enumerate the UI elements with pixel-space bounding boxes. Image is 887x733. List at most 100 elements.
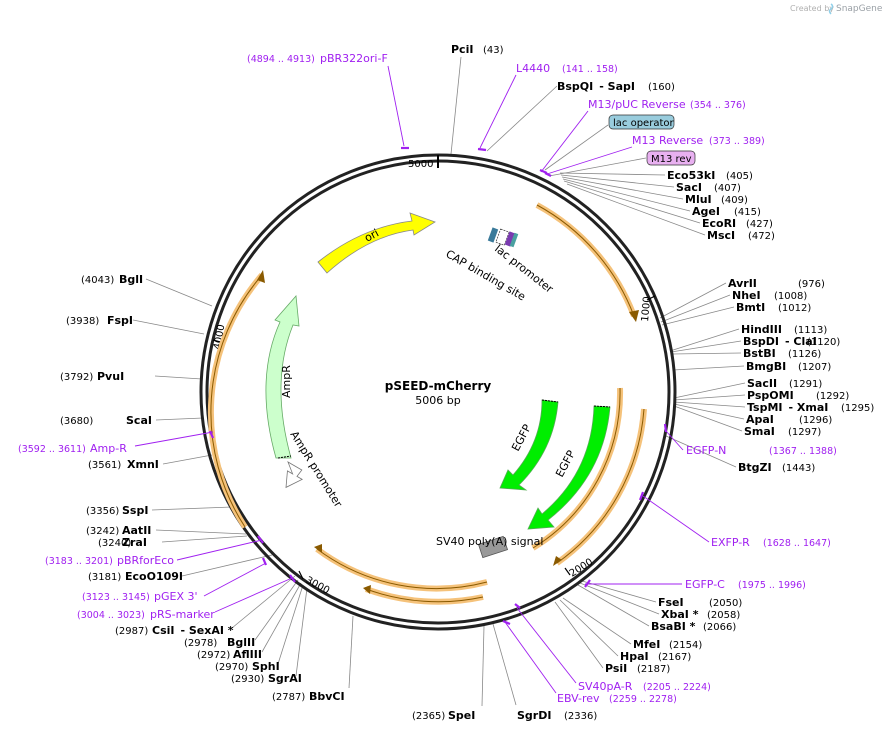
leader-lines	[132, 56, 746, 707]
restriction-site: BstBI(1126)	[743, 347, 821, 360]
plasmid-size: 5006 bp	[415, 394, 460, 407]
primer-binding-mark	[514, 603, 521, 609]
site-leader	[481, 625, 485, 707]
restriction-site: ScaI(3680)	[60, 414, 152, 427]
restriction-site: SpeI(2365)	[412, 709, 475, 722]
restriction-site: EcoRI(427)	[702, 217, 773, 230]
primer-range: (1367 .. 1388)	[769, 446, 837, 457]
site-leader	[348, 615, 354, 689]
site-name: BspQI	[557, 80, 593, 93]
site-leader	[181, 554, 273, 577]
site-position: (472)	[748, 231, 775, 242]
site-leader	[486, 85, 558, 152]
site-leader	[562, 178, 691, 212]
site-position: (1295)	[841, 403, 874, 414]
site-isoschizomer: - SapI	[599, 80, 635, 93]
site-position: (2336)	[564, 711, 597, 722]
site-position: (3181)	[88, 572, 121, 583]
tick-5000: 5000	[408, 159, 433, 170]
site-position: (1207)	[798, 362, 831, 373]
restriction-site: MluI(409)	[685, 193, 748, 206]
primer-name: pBRforEco	[117, 554, 174, 567]
site-leader	[670, 340, 742, 353]
site-leader	[673, 403, 745, 420]
site-name: ApaI	[746, 413, 774, 426]
restriction-site: TspMI(1295)- XmaI	[747, 401, 874, 414]
primer: L4440 (141 .. 158)	[516, 62, 618, 75]
primer-binding-mark	[638, 491, 645, 501]
restriction-site: ApaI(1296)	[746, 413, 832, 426]
primer-binding-mark	[663, 423, 668, 433]
restriction-site: HindIII(1113)	[741, 323, 827, 336]
restriction-site: BtgZI(1443)	[738, 461, 815, 474]
restriction-site: SacI(407)	[676, 181, 741, 194]
site-leader	[562, 597, 632, 645]
primer-name: L4440	[516, 62, 550, 75]
site-name: PsiI	[605, 662, 627, 675]
tick-3000: 3000	[304, 575, 332, 597]
site-name: BglI	[119, 273, 143, 286]
site-leader	[660, 294, 731, 323]
site-isoschizomer: - XmaI	[789, 401, 829, 414]
site-leader	[577, 584, 650, 627]
restriction-site: FseI(2050)	[658, 596, 742, 609]
restriction-site: SspI(3356)	[86, 504, 148, 517]
primer-range: (141 .. 158)	[562, 64, 618, 75]
primer-labels: pBR322ori-F(4894 .. 4913)L4440(141 .. 15…	[18, 52, 837, 705]
restriction-site: PvuI (3792)	[60, 370, 124, 383]
egfp-feature-1	[499, 399, 559, 491]
site-position: (2058)	[707, 610, 740, 621]
site-name: HindIII	[741, 323, 782, 336]
site-isoschizomer: - SexAI *	[180, 624, 233, 637]
restriction-site: AgeI(415)	[692, 205, 761, 218]
site-position: (407)	[714, 183, 741, 194]
site-name: SacII	[747, 377, 777, 390]
primer-range: (3004 .. 3023)	[77, 610, 145, 621]
site-position: (3561)	[88, 460, 121, 471]
site-name: AvrII	[728, 277, 757, 290]
primer-binding-mark	[289, 574, 296, 583]
site-leader	[231, 575, 296, 629]
site-position: (1292)	[816, 391, 849, 402]
restriction-site: SmaI(1297)	[744, 425, 821, 438]
site-leader	[579, 582, 660, 615]
site-leader	[671, 352, 742, 355]
site-position: (405)	[726, 171, 753, 182]
primer-name: pBR322ori-F	[320, 52, 388, 65]
site-name: PvuI	[97, 370, 124, 383]
site-position: (1120)	[807, 337, 840, 348]
site-name: BmgBI	[746, 360, 786, 373]
site-position: (1012)	[778, 303, 811, 314]
ampr-feature	[265, 295, 300, 459]
restriction-site: SgrAI(2930)	[231, 672, 302, 685]
site-position: (2978)	[184, 638, 217, 649]
site-leader	[151, 506, 233, 511]
primer-name: M13/pUC Reverse	[588, 98, 686, 111]
lac-promoter-feature	[487, 227, 519, 248]
orf-arc-4	[315, 546, 488, 592]
site-labels: PciI(43)BspQI(160)- SapIEco53kI(405)SacI…	[60, 43, 874, 722]
primer-name: EBV-rev	[557, 692, 600, 705]
site-position: (427)	[746, 219, 773, 230]
site-name: BtgZI	[738, 461, 772, 474]
site-name: XbaI *	[661, 608, 699, 621]
restriction-site: MfeI(2154)	[633, 638, 702, 651]
primer-range: (373 .. 389)	[709, 136, 765, 147]
site-leader	[295, 587, 308, 677]
primer: EBV-rev (2259 .. 2278)	[557, 692, 677, 705]
site-name: BmtI	[736, 301, 765, 314]
site-name: XmnI	[127, 458, 159, 471]
site-name: MfeI	[633, 638, 660, 651]
site-leader	[155, 529, 247, 535]
site-position: (1008)	[774, 291, 807, 302]
restriction-site: CsiI(2987)- SexAI *	[115, 624, 234, 637]
snapgene-logo-icon	[828, 3, 834, 15]
primer-name: EGFP-C	[685, 578, 725, 591]
site-leader	[254, 579, 299, 641]
restriction-site: AatII(3242)	[86, 524, 151, 537]
site-position: (3792)	[60, 372, 93, 383]
site-position: (3680)	[60, 416, 93, 427]
site-position: (2050)	[709, 598, 742, 609]
primer-range: (2259 .. 2278)	[609, 694, 677, 705]
site-name: SpeI	[448, 709, 475, 722]
